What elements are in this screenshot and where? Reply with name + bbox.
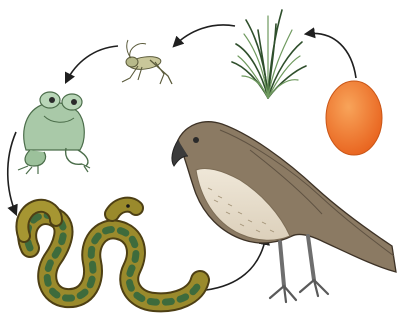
sun-icon <box>326 81 382 155</box>
grass-icon <box>232 10 306 98</box>
arrow-frog-to-snake <box>8 132 16 214</box>
arrow-snake-to-hawk <box>206 236 266 290</box>
arrow-grasshopper-to-frog <box>66 46 118 82</box>
grasshopper-icon <box>122 40 172 84</box>
arrow-sun-to-grass <box>306 33 356 78</box>
frog-icon <box>18 92 90 174</box>
arrow-grass-to-grasshopper <box>174 25 235 46</box>
snake-icon <box>22 204 200 302</box>
